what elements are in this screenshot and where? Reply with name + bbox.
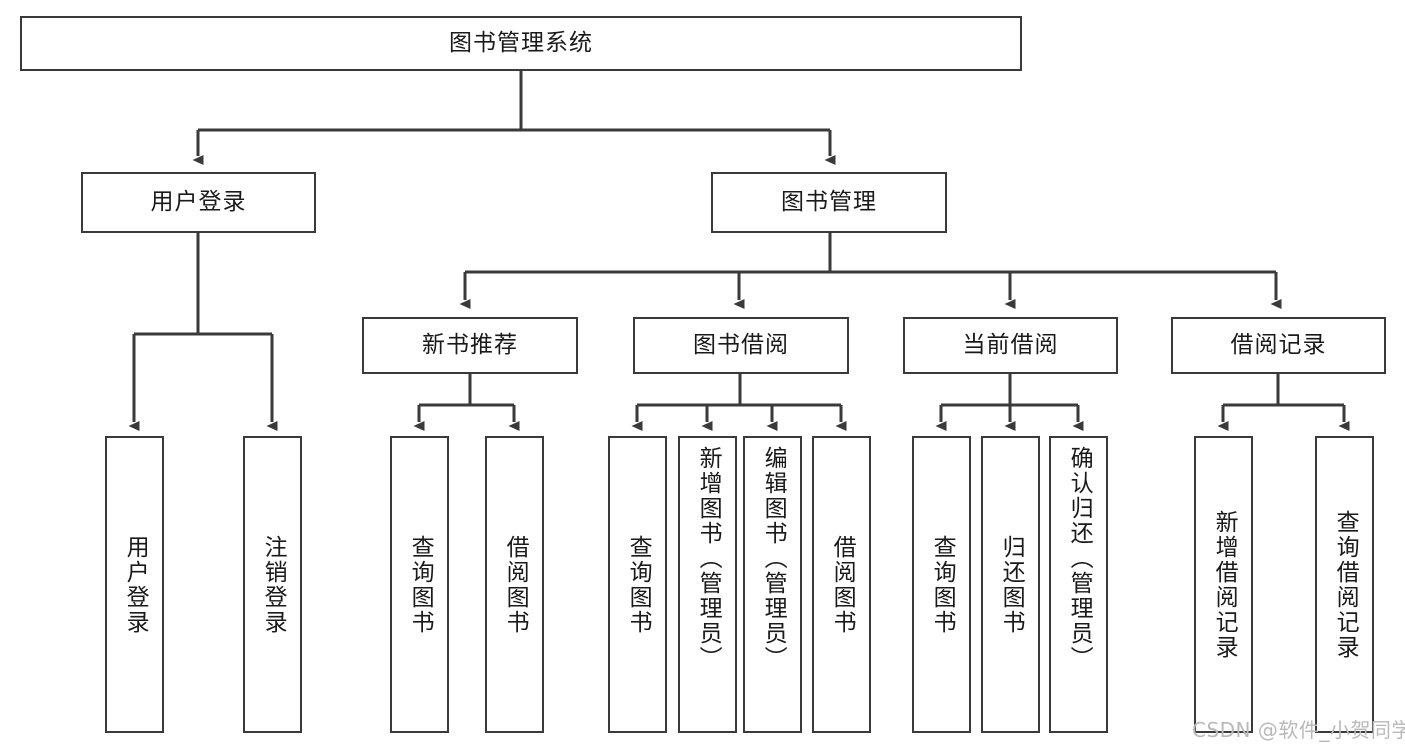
node-leaf-return-book[interactable]: 归还图书 — [981, 436, 1040, 733]
node-user-login-label: 用户登录 — [150, 189, 247, 216]
node-leaf-user-logout-label: 注销登录 — [260, 534, 287, 635]
node-leaf-query-book-2-label: 查询图书 — [625, 534, 652, 635]
node-user-login[interactable]: 用户登录 — [81, 172, 316, 233]
node-leaf-edit-book-label: 编辑图书（管理员） — [760, 446, 787, 671]
node-leaf-add-book-label: 新增图书（管理员） — [695, 446, 722, 671]
node-borrow-record[interactable]: 借阅记录 — [1171, 317, 1386, 374]
node-leaf-borrow-book-2-label: 借阅图书 — [829, 534, 856, 635]
node-leaf-add-record[interactable]: 新增借阅记录 — [1194, 436, 1253, 733]
node-leaf-borrow-book-1-label: 借阅图书 — [502, 534, 529, 635]
node-root[interactable]: 图书管理系统 — [20, 16, 1022, 71]
node-book-manage-label: 图书管理 — [781, 189, 877, 216]
node-leaf-user-logout[interactable]: 注销登录 — [243, 436, 302, 733]
node-leaf-borrow-book-1[interactable]: 借阅图书 — [485, 436, 544, 733]
node-leaf-query-book-3-label: 查询图书 — [929, 534, 956, 635]
node-leaf-confirm-return[interactable]: 确认归还（管理员） — [1049, 436, 1108, 733]
node-book-manage[interactable]: 图书管理 — [711, 172, 947, 233]
watermark-text: CSDN @软件_小贺同学 — [1192, 718, 1405, 742]
node-leaf-add-book[interactable]: 新增图书（管理员） — [678, 436, 737, 733]
node-leaf-borrow-book-2[interactable]: 借阅图书 — [812, 436, 871, 733]
node-leaf-edit-book[interactable]: 编辑图书（管理员） — [743, 436, 802, 733]
node-leaf-query-record[interactable]: 查询借阅记录 — [1315, 436, 1374, 733]
node-leaf-query-book-1[interactable]: 查询图书 — [390, 436, 449, 733]
node-book-borrow-label: 图书借阅 — [693, 332, 789, 359]
node-leaf-query-book-3[interactable]: 查询图书 — [912, 436, 971, 733]
node-leaf-query-book-2[interactable]: 查询图书 — [608, 436, 667, 733]
node-new-book-rec[interactable]: 新书推荐 — [362, 317, 578, 374]
node-current-borrow-label: 当前借阅 — [962, 332, 1059, 359]
node-leaf-query-record-label: 查询借阅记录 — [1332, 509, 1359, 660]
node-root-label: 图书管理系统 — [449, 30, 593, 57]
node-leaf-return-book-label: 归还图书 — [998, 534, 1025, 635]
node-leaf-add-record-label: 新增借阅记录 — [1211, 509, 1238, 660]
node-leaf-query-book-1-label: 查询图书 — [407, 534, 434, 635]
node-current-borrow[interactable]: 当前借阅 — [903, 317, 1118, 374]
node-new-book-rec-label: 新书推荐 — [422, 332, 518, 359]
node-leaf-confirm-return-label: 确认归还（管理员） — [1066, 446, 1093, 671]
node-borrow-record-label: 借阅记录 — [1230, 332, 1327, 359]
node-leaf-user-login-label: 用户登录 — [122, 534, 149, 635]
node-leaf-user-login[interactable]: 用户登录 — [105, 436, 164, 733]
node-book-borrow[interactable]: 图书借阅 — [633, 317, 849, 374]
